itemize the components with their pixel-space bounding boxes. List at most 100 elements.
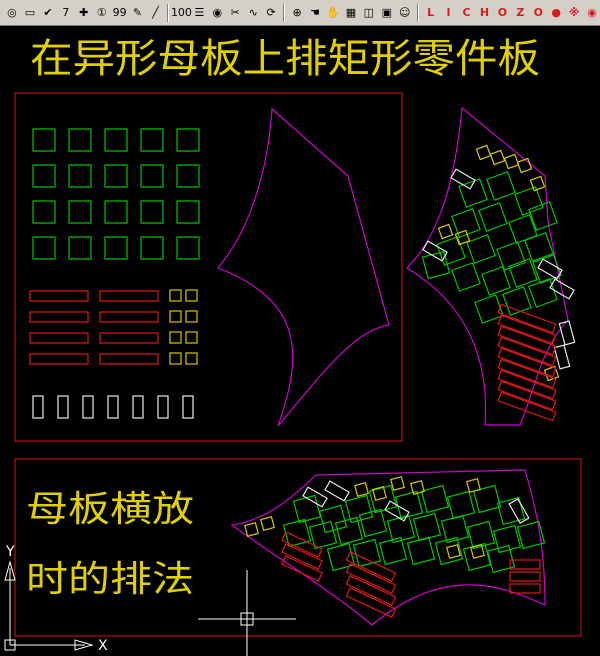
curve-icon[interactable]: ∿ bbox=[248, 6, 258, 19]
part-square-green bbox=[140, 128, 164, 152]
pan-icon[interactable]: ✋ bbox=[326, 6, 340, 19]
nested-part-yellow bbox=[529, 175, 546, 192]
part-square-green bbox=[104, 236, 128, 260]
nested-part-yellow bbox=[503, 153, 520, 170]
line-icon[interactable]: ╱ bbox=[152, 6, 159, 19]
nested-part-green bbox=[412, 512, 442, 542]
nested-part-red bbox=[497, 380, 557, 411]
nested-part-green bbox=[458, 178, 488, 208]
nested-part-green bbox=[451, 208, 481, 238]
nested-part-white bbox=[553, 344, 571, 370]
part-strip-red bbox=[29, 353, 89, 365]
info-icon[interactable]: ① bbox=[96, 6, 107, 19]
nested-part-white bbox=[422, 240, 448, 262]
nested-part-yellow bbox=[516, 157, 533, 174]
part-square-green bbox=[176, 128, 200, 152]
draw-tool-2-icon[interactable]: I bbox=[446, 6, 451, 19]
nested-part-green bbox=[406, 536, 436, 566]
lower-frame bbox=[14, 458, 582, 637]
nested-part-green bbox=[326, 542, 356, 572]
nested-part-green bbox=[436, 236, 466, 266]
part-strip-red bbox=[99, 290, 159, 302]
part-square-green bbox=[140, 200, 164, 224]
check-icon[interactable]: ✔ bbox=[43, 6, 53, 19]
nested-part-yellow bbox=[454, 229, 471, 246]
part-tall-white bbox=[82, 395, 94, 419]
nested-part-green bbox=[368, 484, 398, 514]
seven-icon[interactable]: 7 bbox=[62, 6, 70, 19]
part-strip-red bbox=[29, 332, 89, 344]
nested-part-green bbox=[318, 504, 348, 534]
rectangle-icon[interactable]: ▭ bbox=[24, 6, 36, 19]
nested-part-yellow bbox=[410, 480, 425, 495]
draw-icon[interactable]: ✎ bbox=[132, 6, 143, 19]
part-square-green bbox=[104, 164, 128, 188]
nested-part-red bbox=[345, 563, 397, 594]
part-square-green bbox=[32, 236, 56, 260]
part-square-green bbox=[140, 164, 164, 188]
scissors-icon[interactable]: ✂ bbox=[230, 6, 240, 19]
nested-part-white bbox=[384, 500, 410, 522]
nested-part-yellow bbox=[475, 144, 492, 161]
nested-part-green bbox=[446, 490, 476, 520]
nested-part-green bbox=[472, 484, 502, 514]
refresh-icon[interactable]: ⟳ bbox=[266, 6, 276, 19]
eye-icon[interactable]: ◉ bbox=[212, 6, 223, 19]
nested-part-red bbox=[497, 358, 557, 389]
draw-tool-9-icon[interactable]: ※ bbox=[568, 6, 580, 19]
part-small-yellow bbox=[185, 331, 198, 344]
plus-icon[interactable]: ✚ bbox=[79, 6, 89, 19]
drawing-title: 在异形母板上排矩形零件板 bbox=[30, 36, 540, 82]
target-icon[interactable]: ◎ bbox=[7, 6, 17, 19]
list-icon[interactable]: ☰ bbox=[194, 6, 205, 19]
nested-part-green bbox=[292, 494, 322, 524]
part-small-yellow bbox=[169, 289, 182, 302]
nested-part-green bbox=[474, 294, 504, 324]
smiley-icon[interactable]: ☺ bbox=[398, 6, 411, 19]
part-small-yellow bbox=[185, 289, 198, 302]
part-square-green bbox=[140, 236, 164, 260]
toolbar-separator bbox=[167, 3, 170, 22]
part-small-yellow bbox=[185, 310, 198, 323]
nested-part-green bbox=[434, 536, 464, 566]
part-strip-red bbox=[29, 311, 89, 323]
layer-icon[interactable]: ◫ bbox=[363, 6, 375, 19]
calculator-icon[interactable]: ▦ bbox=[345, 6, 357, 19]
part-strip-red bbox=[29, 290, 89, 302]
nested-part-yellow bbox=[260, 516, 275, 531]
nested-part-green bbox=[420, 484, 450, 514]
draw-tool-6-icon[interactable]: Z bbox=[516, 6, 525, 19]
upper-frame bbox=[14, 92, 403, 442]
image-icon[interactable]: ▣ bbox=[381, 6, 392, 19]
number-100-icon[interactable]: 100 bbox=[170, 6, 192, 19]
number-99-icon[interactable]: 99 bbox=[112, 6, 127, 19]
draw-tool-1-icon[interactable]: L bbox=[427, 6, 435, 19]
nested-part-white bbox=[537, 258, 563, 280]
draw-tool-8-icon[interactable]: ● bbox=[551, 6, 562, 19]
draw-tool-10-icon[interactable]: ◉ bbox=[587, 6, 597, 19]
nested-part-yellow bbox=[446, 544, 461, 559]
nested-part-yellow bbox=[466, 478, 481, 493]
nested-part-red bbox=[345, 587, 397, 618]
hand-icon[interactable]: ☚ bbox=[310, 6, 320, 19]
draw-tool-5-icon[interactable]: O bbox=[497, 6, 508, 19]
draw-tool-3-icon[interactable]: C bbox=[462, 6, 471, 19]
nested-part-green bbox=[386, 514, 416, 544]
nested-part-green bbox=[421, 250, 451, 280]
nested-part-red bbox=[345, 551, 397, 582]
nested-part-yellow bbox=[390, 476, 405, 491]
part-square-green bbox=[32, 200, 56, 224]
nested-part-white bbox=[558, 320, 576, 346]
drawing-canvas[interactable]: 在异形母板上排矩形零件板 母板横放 时的排法 Y X bbox=[0, 26, 600, 656]
part-square-green bbox=[176, 164, 200, 188]
draw-tool-7-icon[interactable]: O bbox=[533, 6, 543, 19]
nested-part-green bbox=[514, 186, 544, 216]
part-square-green bbox=[68, 128, 92, 152]
nested-part-red bbox=[497, 336, 557, 367]
draw-tool-4-icon[interactable]: H bbox=[479, 6, 490, 19]
nested-part-red bbox=[509, 583, 541, 594]
nested-part-green bbox=[394, 490, 424, 520]
nested-part-red bbox=[281, 531, 323, 558]
nested-part-red bbox=[281, 555, 323, 582]
zoom-icon[interactable]: ⊕ bbox=[292, 6, 302, 19]
